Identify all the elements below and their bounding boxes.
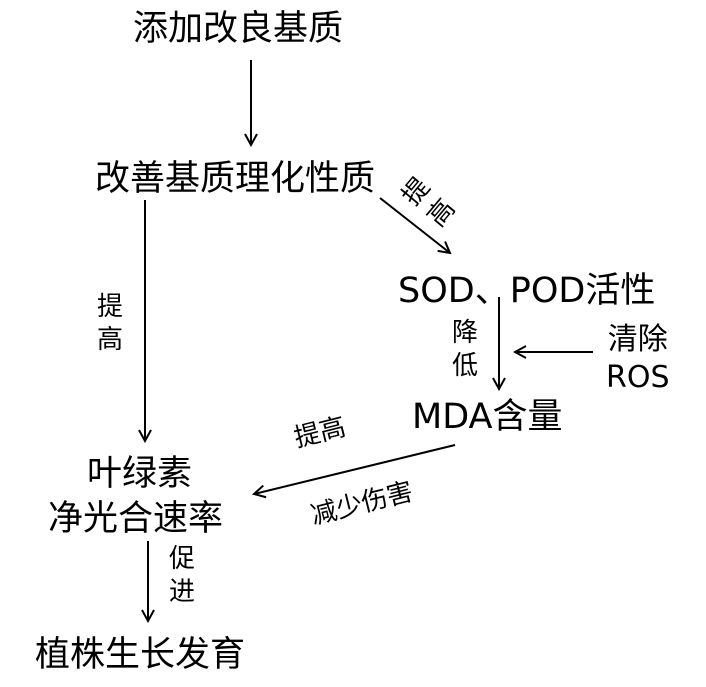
label-sod-to-mda-2: 低: [452, 350, 479, 381]
node-plant-growth: 植株生长发育: [35, 635, 246, 675]
node-photosynthesis: 净光合速率: [48, 499, 224, 539]
label-clear-ros-2: ROS: [606, 359, 670, 395]
node-chlorophyll: 叶绿素: [87, 454, 193, 494]
label-improve-to-chlorophyll-2: 高: [97, 324, 124, 355]
node-improve-properties: 改善基质理化性质: [95, 159, 376, 199]
label-improve-to-chlorophyll-1: 提: [97, 292, 124, 322]
label-promote: 促 进: [169, 543, 195, 608]
node-sod-pod-activity: SOD、POD活性: [398, 271, 656, 311]
label-promote-2: 进: [169, 576, 196, 607]
label-sod-to-mda-1: 降: [452, 318, 479, 348]
node-add-substrate: 添加改良基质: [133, 9, 344, 49]
label-promote-1: 促: [169, 544, 196, 574]
label-clear-ros: 清除 ROS: [606, 321, 670, 396]
label-sod-to-mda: 降 低: [452, 317, 478, 382]
arrow-mda-to-chlorophyll: [254, 444, 456, 494]
node-mda-content: MDA含量: [412, 397, 563, 437]
arrow-improve-to-sod: [379, 197, 450, 253]
label-clear-ros-1: 清除: [607, 322, 668, 357]
label-improve-to-chlorophyll: 提 高: [97, 291, 123, 356]
